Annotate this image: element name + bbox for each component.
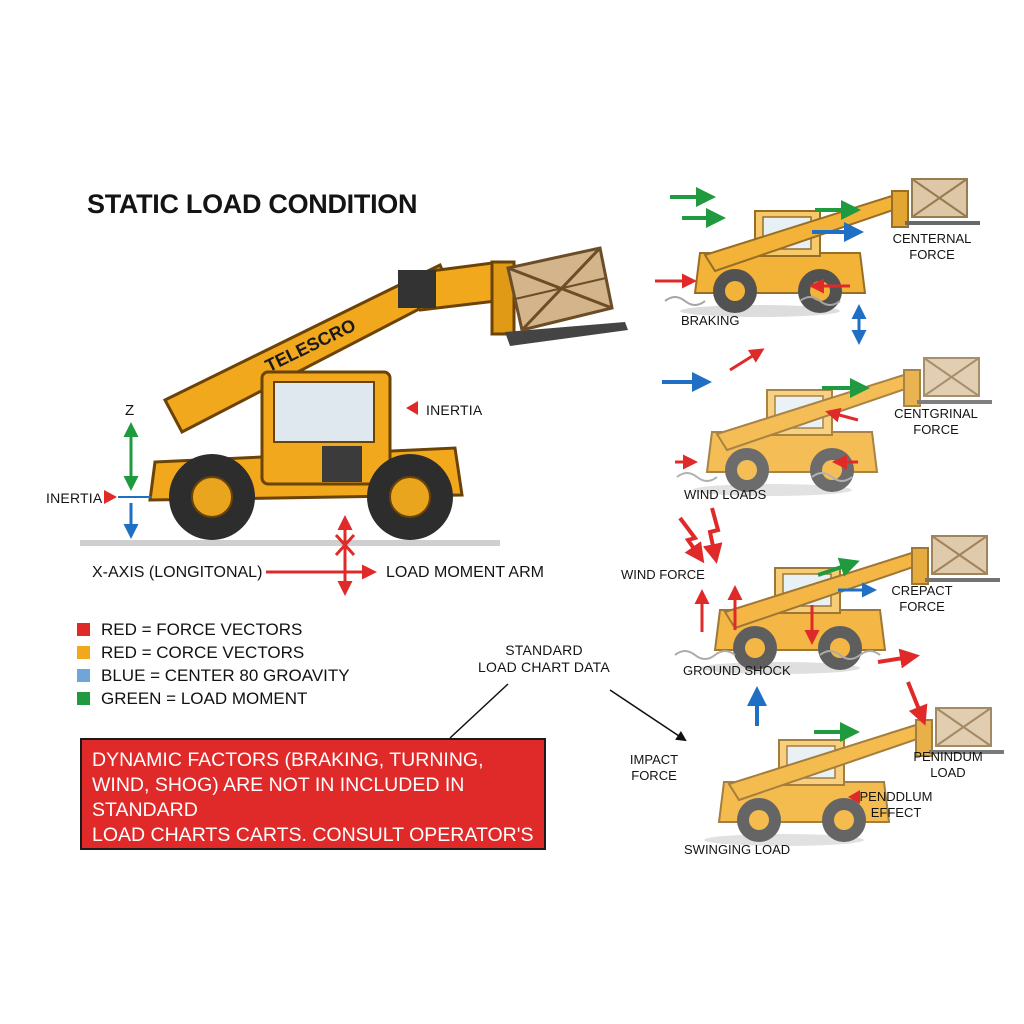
- scenario-braking-arrows: [655, 187, 867, 345]
- shock-force-line2: FORCE: [899, 598, 945, 614]
- scenario-swing-arrows: [747, 648, 928, 804]
- standard-label-line1: STANDARD: [505, 642, 583, 658]
- swinging-load-caption: SWINGING LOAD: [684, 842, 791, 857]
- standard-load-chart-label: STANDARD LOAD CHART DATA: [474, 642, 614, 676]
- pendulum-effect-label: PENDDLUM EFFECT: [854, 789, 938, 820]
- warning-line4: MANUAL FOR REDUCED CAPACITIES: [92, 849, 441, 871]
- legend-item: RED = CORCE VECTORS: [77, 641, 350, 664]
- braking-caption: BRAKING: [681, 313, 740, 328]
- scenario-ground-shock: [674, 534, 1002, 676]
- legend-text: BLUE = CENTER 80 GROAVITY: [101, 665, 350, 685]
- moment-arm-label: LOAD MOMENT ARM: [386, 564, 544, 581]
- ground-line: [80, 540, 500, 546]
- legend-swatch-blue: [77, 669, 90, 682]
- legend-text: RED = FORCE VECTORS: [101, 619, 303, 639]
- warning-line2: WIND, SHOG) ARE NOT IN INCLUDED IN STAND…: [92, 774, 465, 821]
- legend-item: GREEN = LOAD MOMENT: [77, 687, 350, 710]
- inertia-right-arrowhead: [406, 401, 418, 415]
- ground-shock-caption: GROUND SHOCK: [683, 663, 791, 678]
- z-axis-label: Z: [125, 402, 135, 419]
- scenario-wind-arrows: [662, 348, 870, 470]
- legend-swatch-red: [77, 623, 90, 636]
- wind-force-label: CENTGRINAL FORCE: [884, 406, 988, 437]
- pendulum-load-line1: PENINDUM: [913, 749, 983, 764]
- main-vectors: [104, 401, 418, 596]
- pendulum-load-line2: LOAD: [930, 764, 966, 780]
- braking-force-label: CENTERNAL FORCE: [880, 231, 984, 262]
- impact-force-label: IMPACT FORCE: [616, 752, 692, 783]
- shock-wind-force-label: WIND FORCE: [621, 567, 705, 582]
- callout-arrow-swinging: [609, 689, 687, 742]
- standard-label-line2: LOAD CHART DATA: [478, 658, 610, 675]
- pendulum-effect-line1: PENDDLUM: [859, 789, 933, 804]
- legend: RED = FORCE VECTORS RED = CORCE VECTORS …: [77, 618, 350, 710]
- warning-line1: DYNAMIC FACTORS (BRAKING, TURNING,: [92, 749, 484, 771]
- scenario-braking: [664, 177, 982, 319]
- wind-loads-caption: WIND LOADS: [684, 487, 767, 502]
- inertia-right-label: INERTIA: [426, 402, 483, 418]
- inertia-left-arrowhead: [104, 490, 117, 504]
- pendulum-load-label: PENINDUM LOAD: [900, 749, 996, 780]
- legend-text: RED = CORCE VECTORS: [101, 642, 305, 662]
- inertia-left-label: INERTIA: [46, 490, 103, 506]
- callout-line-warning: [449, 683, 509, 739]
- wind-force-line1: CENTGRINAL: [894, 406, 978, 421]
- warning-line3: LOAD CHARTS CARTS. CONSULT OPERATOR'S: [92, 824, 534, 846]
- main-telehandler: [80, 246, 628, 546]
- shock-force-line1: CREPACT: [891, 583, 953, 598]
- page-title: STATIC LOAD CONDITION: [87, 189, 418, 219]
- scenario-shock-arrows: [678, 507, 877, 645]
- wind-force-line2: FORCE: [913, 421, 959, 437]
- impact-line2: FORCE: [631, 767, 677, 783]
- legend-swatch-green: [77, 692, 90, 705]
- braking-force-line1: CENTERNAL: [892, 231, 972, 246]
- x-axis-label: X-AXIS (LONGITONAL): [92, 564, 263, 581]
- crate: [506, 246, 614, 332]
- pendulum-effect-line2: EFFECT: [870, 804, 922, 820]
- legend-text: GREEN = LOAD MOMENT: [101, 688, 308, 708]
- shock-force-label: CREPACT FORCE: [872, 583, 972, 614]
- legend-item: BLUE = CENTER 80 GROAVITY: [77, 664, 350, 687]
- warning-box: DYNAMIC FACTORS (BRAKING, TURNING, WIND,…: [80, 738, 546, 871]
- legend-item: RED = FORCE VECTORS: [77, 618, 350, 641]
- legend-swatch-orange: [77, 646, 90, 659]
- impact-line1: IMPACT: [629, 752, 679, 767]
- braking-force-line2: FORCE: [909, 246, 955, 262]
- scenario-wind-loads: [676, 356, 994, 498]
